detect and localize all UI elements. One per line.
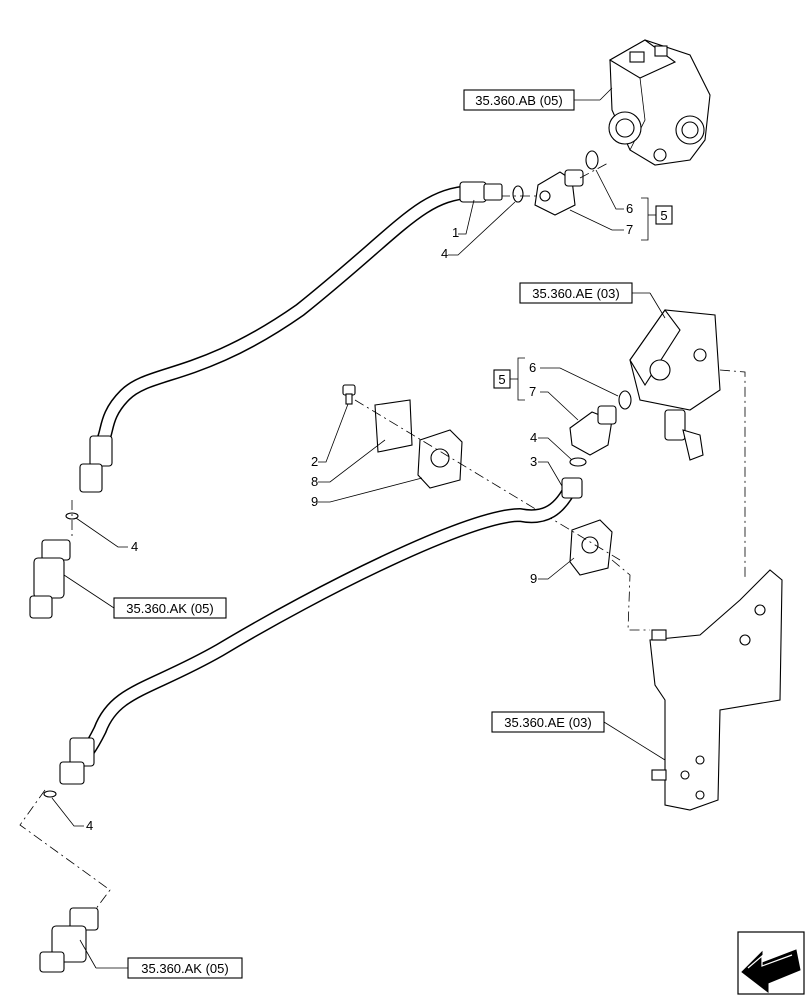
callout-4-top: 4 [441, 246, 448, 261]
callout-9-right: 9 [530, 571, 537, 586]
clamp-9-left [417, 429, 463, 489]
svg-text:35.360.AK (05): 35.360.AK (05) [141, 961, 228, 976]
o-ring-6-top [585, 150, 599, 170]
callout-3: 3 [530, 454, 537, 469]
callout-9-left: 9 [311, 494, 318, 509]
fitting-left-upper [29, 539, 71, 619]
callout-1: 1 [452, 225, 459, 240]
svg-text:35.360.AE (03): 35.360.AE (03) [532, 286, 619, 301]
hose-lower [59, 477, 583, 785]
fitting-left-lower [39, 907, 99, 973]
ref-box-left-upper[interactable]: 35.360.AK (05) [113, 597, 227, 619]
callout-2: 2 [311, 454, 318, 469]
svg-text:35.360.AK (05): 35.360.AK (05) [126, 601, 213, 616]
svg-text:35.360.AB (05): 35.360.AB (05) [475, 93, 562, 108]
callout-4-left-upper: 4 [131, 539, 138, 554]
callout-4-mid: 4 [530, 430, 537, 445]
elbow-fitting-7-top [534, 169, 584, 216]
hose-upper [79, 181, 503, 493]
callout-7-top: 7 [626, 222, 633, 237]
kit-box-5-top: 5 [655, 205, 673, 225]
o-ring-6-mid [618, 390, 632, 410]
arrow-left-down-icon[interactable] [737, 931, 805, 995]
control-valve-top [608, 39, 711, 166]
svg-text:5: 5 [660, 208, 667, 223]
svg-text:5: 5 [498, 372, 505, 387]
mounting-bracket [649, 569, 783, 811]
o-ring-4-left-lower [43, 790, 57, 798]
callout-6-mid: 6 [529, 360, 536, 375]
plate-8 [374, 399, 413, 453]
clamp-9-right [569, 519, 613, 576]
ref-box-top[interactable]: 35.360.AB (05) [463, 89, 575, 111]
control-block-mid [629, 309, 721, 461]
callout-6-top: 6 [626, 201, 633, 216]
callout-8: 8 [311, 474, 318, 489]
callout-4-left-lower: 4 [86, 818, 93, 833]
svg-text:35.360.AE (03): 35.360.AE (03) [504, 715, 591, 730]
o-ring-4-top [512, 185, 524, 203]
elbow-fitting-7-mid [569, 405, 617, 456]
ref-box-mid[interactable]: 35.360.AE (03) [519, 282, 633, 304]
ref-box-left-lower[interactable]: 35.360.AK (05) [127, 957, 243, 979]
kit-box-5-mid: 5 [493, 369, 511, 389]
bolt-2 [342, 384, 356, 405]
ref-box-low[interactable]: 35.360.AE (03) [491, 711, 605, 733]
callout-7-mid: 7 [529, 384, 536, 399]
o-ring-4-mid [569, 457, 587, 467]
